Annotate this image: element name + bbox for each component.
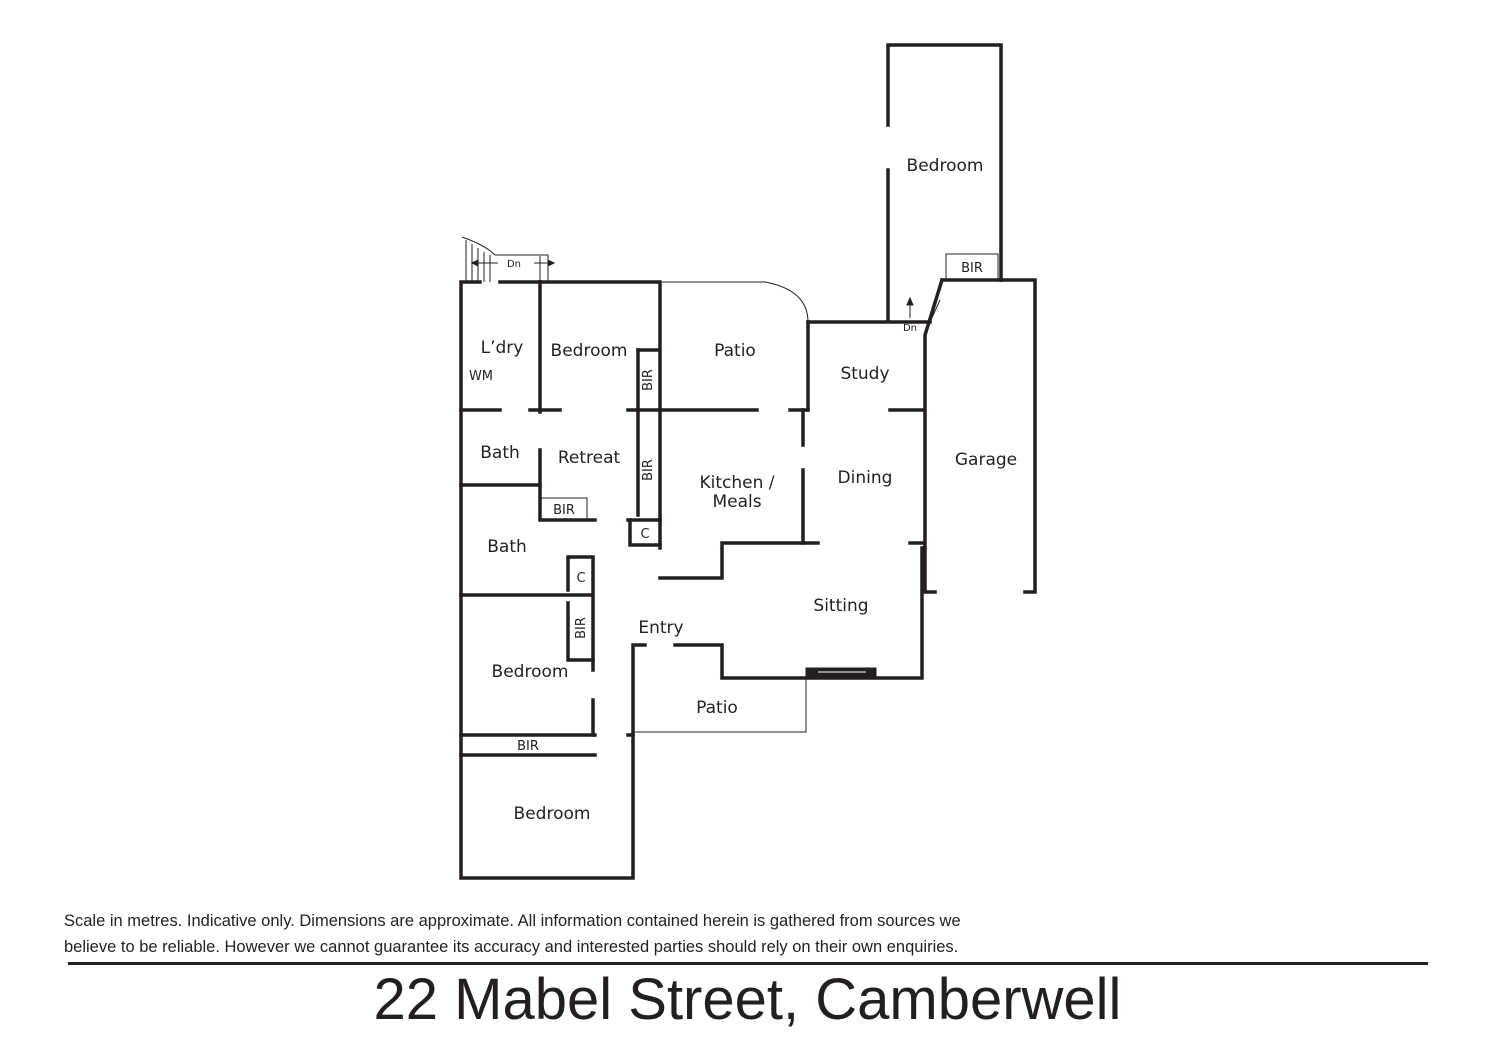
room-label-bedroom-top: Bedroom <box>907 156 984 176</box>
room-label-bir-top: BIR <box>961 261 983 276</box>
property-address: 22 Mabel Street, Camberwell <box>373 967 1122 1032</box>
disclaimer: Scale in metres. Indicative only. Dimens… <box>64 908 1104 960</box>
disclaimer-line-2: believe to be reliable. However we canno… <box>64 938 959 956</box>
room-label-sitting: Sitting <box>813 596 868 616</box>
room-label-bir-bottom: BIR <box>517 739 539 754</box>
room-label-entry: Entry <box>638 618 683 638</box>
room-label-dn-study: Dn <box>903 323 917 334</box>
floor-plan: Bedroom BIR Dn L’dry WM Bedroom BIR Pati… <box>459 43 1037 880</box>
room-label-bedroom-upper: Bedroom <box>551 341 628 361</box>
room-label-bath-lower: Bath <box>487 537 527 557</box>
room-label-retreat: Retreat <box>558 448 621 468</box>
room-label-bedroom-middle: Bedroom <box>492 662 569 682</box>
room-label-bedroom-bottom: Bedroom <box>514 804 591 824</box>
walls <box>459 43 1037 880</box>
room-label-dining: Dining <box>838 468 893 488</box>
room-label-study: Study <box>840 364 889 384</box>
room-label-bir-bedroom: BIR <box>574 617 589 639</box>
room-label-dn-stairs: Dn <box>507 259 521 270</box>
room-labels: Bedroom BIR Dn L’dry WM Bedroom BIR Pati… <box>469 156 1017 824</box>
thin-lines <box>461 236 999 733</box>
room-label-cupboard-2: C <box>576 571 585 586</box>
stair-arrows <box>470 259 914 318</box>
room-label-wm: WM <box>469 369 493 384</box>
room-label-bir-retreat: BIR <box>641 459 656 481</box>
room-label-bath-upper: Bath <box>480 443 520 463</box>
room-label-laundry: L’dry <box>481 338 524 358</box>
room-label-bir-small: BIR <box>553 503 575 518</box>
room-label-patio-top: Patio <box>714 341 756 361</box>
room-label-garage: Garage <box>955 450 1017 470</box>
room-label-kitchen-line2: Meals <box>712 492 761 512</box>
room-label-bir-upper: BIR <box>641 369 656 391</box>
room-label-patio-bottom: Patio <box>696 698 738 718</box>
disclaimer-line-1: Scale in metres. Indicative only. Dimens… <box>64 912 961 930</box>
divider-rule <box>68 962 1428 965</box>
room-label-kitchen-line1: Kitchen / <box>699 473 774 493</box>
room-label-cupboard-1: C <box>640 527 649 542</box>
